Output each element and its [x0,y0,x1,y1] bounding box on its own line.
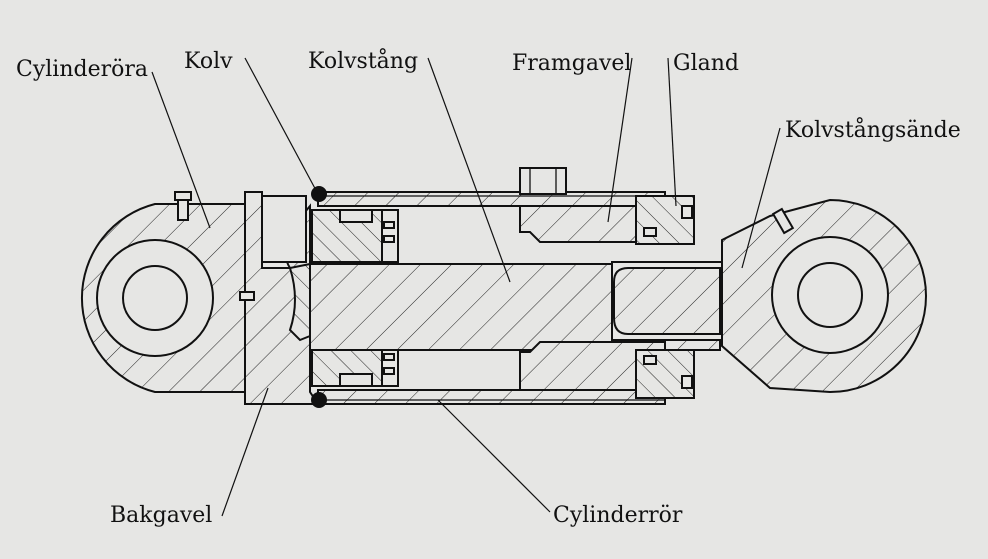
port-block [519,167,567,195]
labels: Cylinderöra Kolv Kolvstång Framgavel Gla… [16,47,961,528]
piston [311,186,399,408]
leader-lines [151,57,781,517]
rear-end-cap [239,191,320,405]
label-cylinderora: Cylinderöra [16,57,148,82]
label-kolv: Kolv [184,49,233,74]
rod-end-eye [721,198,927,394]
cylinder-eye [80,191,246,393]
label-gland: Gland [673,51,739,76]
label-kolvstangsande: Kolvstångsände [785,116,961,143]
label-cylinderror: Cylinderrör [553,503,683,528]
label-bakgavel: Bakgavel [110,503,212,528]
label-framgavel: Framgavel [512,51,631,76]
gland [635,195,695,399]
piston-rod [309,261,723,351]
label-kolvstang: Kolvstång [308,47,418,74]
